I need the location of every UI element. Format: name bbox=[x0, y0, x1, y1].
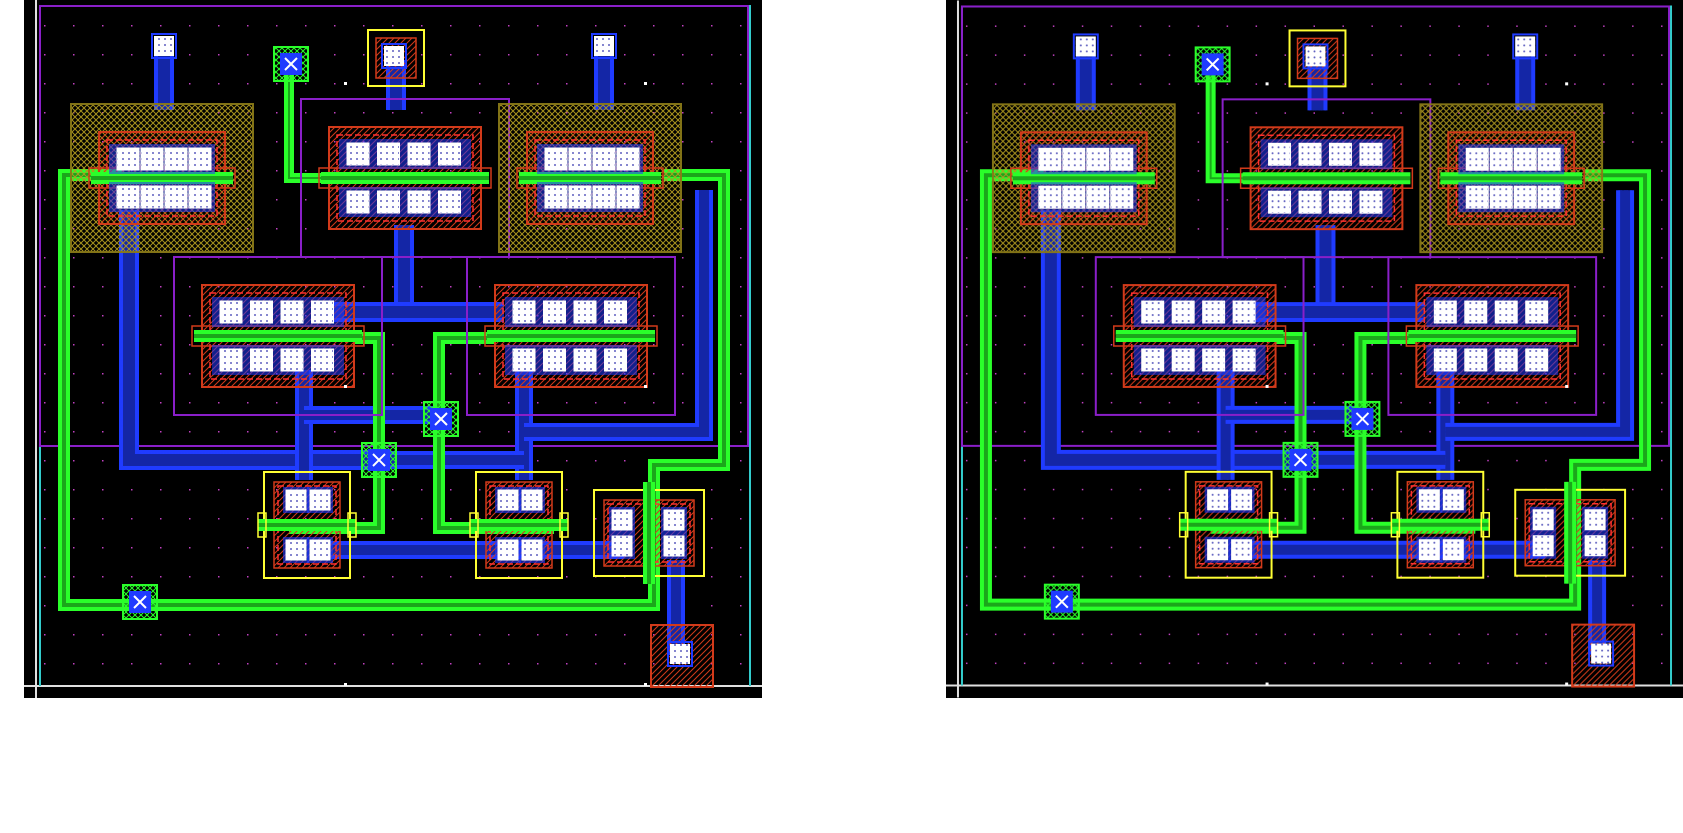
pin-pad-out bbox=[1571, 623, 1636, 688]
pin-pad-b bbox=[122, 584, 158, 620]
pin-pad-a bbox=[1194, 46, 1231, 83]
nmos-top-right bbox=[1419, 103, 1604, 254]
marker-dot bbox=[1565, 82, 1569, 86]
marker-dot bbox=[1565, 384, 1569, 388]
pmos-mid-left bbox=[173, 256, 383, 416]
pmos-small-vertical bbox=[593, 482, 705, 584]
via-pad-b bbox=[1282, 441, 1319, 478]
pmos-mid-right bbox=[466, 256, 676, 416]
pmos-top-center bbox=[1221, 98, 1432, 259]
layout-canvas-left bbox=[24, 0, 762, 698]
marker-dot bbox=[344, 683, 347, 686]
pin-contact-vdd bbox=[381, 43, 407, 69]
pin-contact-in1 bbox=[151, 33, 177, 59]
via-pad-b bbox=[361, 442, 397, 478]
pin-contact-out bbox=[1588, 640, 1615, 667]
via-pad-a bbox=[423, 401, 459, 437]
pin-contact-in2 bbox=[591, 33, 617, 59]
marker-dot bbox=[1265, 82, 1269, 86]
pin-contact-in2 bbox=[1512, 33, 1539, 60]
pin-pad-b bbox=[1043, 583, 1080, 620]
metal-route-right bbox=[1445, 190, 1635, 441]
marker-dot bbox=[644, 82, 647, 85]
marker-dot bbox=[644, 683, 647, 686]
via-pad-a bbox=[1344, 400, 1381, 437]
pin-contact-in1 bbox=[1072, 33, 1099, 60]
pin-pad-a bbox=[273, 46, 309, 82]
layout-view-left bbox=[24, 0, 762, 698]
pmos-small-left bbox=[257, 471, 357, 579]
pmos-small-right bbox=[1390, 470, 1491, 579]
marker-dot bbox=[344, 82, 347, 85]
pin-pad-vdd bbox=[1288, 29, 1347, 88]
marker-dot bbox=[1565, 682, 1569, 686]
pin-pad-out bbox=[650, 624, 714, 688]
nmos-top-right bbox=[498, 103, 682, 253]
marker-dot bbox=[344, 385, 347, 388]
pin-contact-vdd bbox=[1302, 43, 1329, 70]
pmos-small-left bbox=[1178, 470, 1279, 579]
marker-dot bbox=[1265, 384, 1269, 388]
layout-view-right bbox=[946, 0, 1683, 698]
nmos-top-left bbox=[991, 103, 1176, 254]
pmos-small-right bbox=[469, 471, 569, 579]
pmos-top-center bbox=[300, 98, 510, 258]
nmos-top-left bbox=[70, 103, 254, 253]
pin-contact-out bbox=[667, 641, 693, 667]
metal-route-right bbox=[524, 190, 713, 441]
marker-dot bbox=[1265, 682, 1269, 686]
pmos-mid-right bbox=[1387, 256, 1598, 416]
pmos-small-vertical bbox=[1514, 481, 1627, 584]
pin-pad-vdd bbox=[367, 29, 425, 87]
marker-dot bbox=[644, 385, 647, 388]
pmos-mid-left bbox=[1094, 256, 1305, 416]
layout-canvas-right bbox=[946, 0, 1683, 698]
